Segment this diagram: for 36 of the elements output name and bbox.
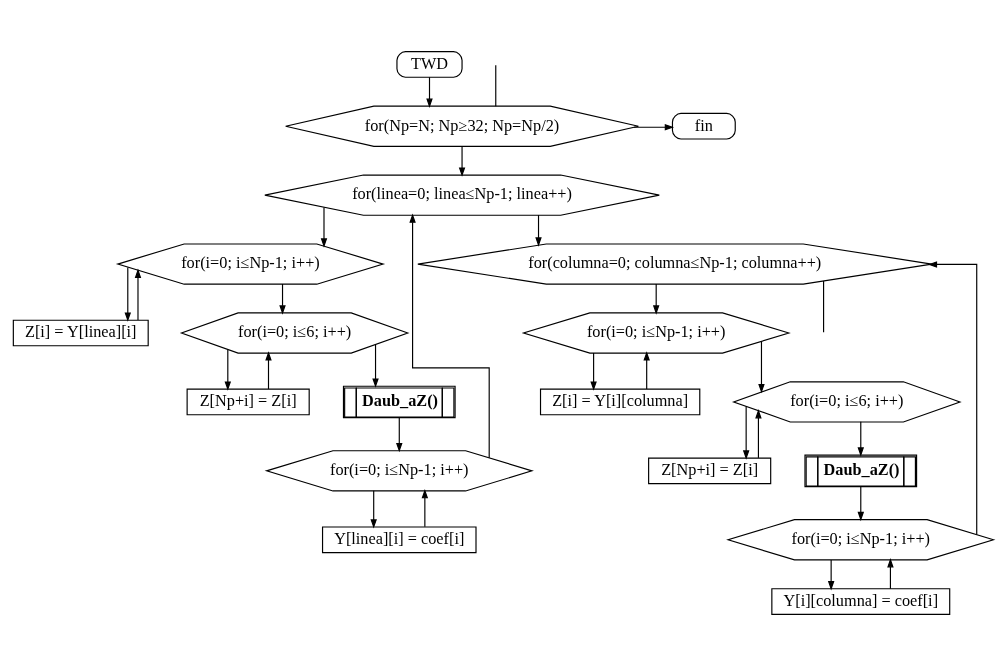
arrow [887,558,894,590]
arrow [633,124,675,131]
arrow [224,349,232,391]
arrow [396,417,403,453]
arrow [320,206,328,248]
arrow [421,489,429,528]
arrow [535,214,542,247]
node-box: Z[Np+i] = Z[i] [186,388,310,416]
connector [495,64,497,107]
arrow [827,559,835,591]
arrow [426,76,433,108]
arrow [124,266,132,322]
node-box: TWD [396,51,463,78]
arrow [652,283,660,315]
arrow [758,340,765,394]
arrow [742,405,750,460]
arrow [370,490,377,529]
node-box: fin [671,112,736,140]
node-box: Z[i] = Y[i][columna] [539,388,701,416]
arrow [372,344,379,388]
arrow [458,145,466,177]
node-box: Z[Np+i] = Z[i] [648,457,772,485]
arrow [755,409,762,459]
arrow [409,213,490,459]
arrow [857,486,865,522]
arrow [265,351,272,390]
node-box: Z[i] = Y[linea][i] [12,319,149,347]
arrow [927,261,978,536]
node-box: Y[i][columna] = coef[i] [771,588,951,615]
arrow [643,351,650,390]
arrow [590,352,597,391]
connector [823,280,825,333]
node-box: Y[linea][i] = coef[i] [321,526,477,554]
arrow [279,283,286,315]
arrow [857,421,865,457]
arrow [134,268,142,321]
